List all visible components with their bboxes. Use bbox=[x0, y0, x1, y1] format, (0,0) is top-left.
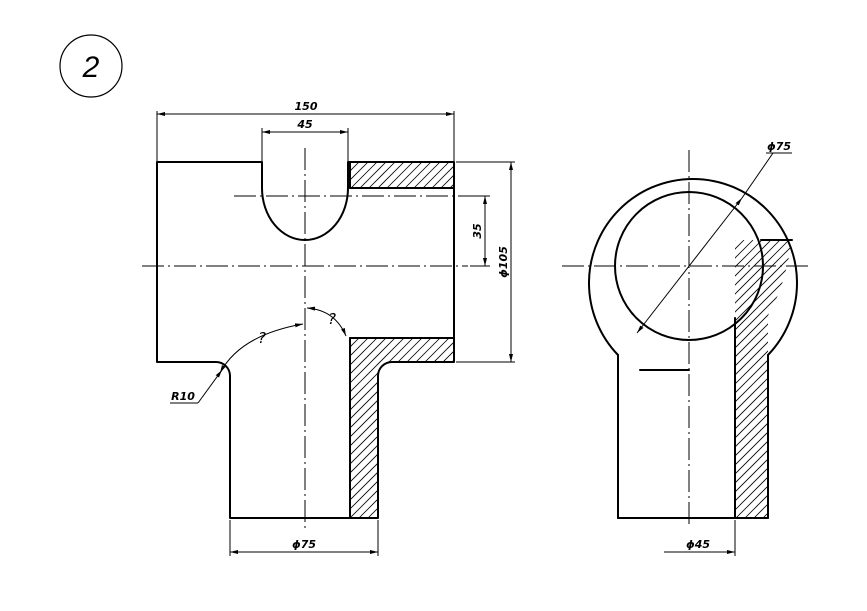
hatch-line bbox=[735, 240, 781, 518]
hatch-line bbox=[404, 162, 432, 188]
hatch-line bbox=[350, 162, 351, 163]
hatch-line bbox=[735, 240, 792, 518]
hatch-line bbox=[735, 240, 792, 518]
dim-radius-label: R10 bbox=[171, 390, 195, 403]
hatch-line bbox=[367, 338, 454, 518]
figure-number: 2 bbox=[82, 51, 100, 84]
hatch-line bbox=[350, 338, 387, 518]
dim-line-bore-dia bbox=[636, 197, 743, 334]
hatch-line bbox=[430, 338, 454, 518]
hatch-line bbox=[744, 240, 792, 518]
dim-slot-label: 45 bbox=[296, 118, 313, 131]
dim-depth-label: 35 bbox=[471, 223, 484, 239]
hatch-line bbox=[359, 162, 387, 188]
hatch-line bbox=[350, 162, 378, 188]
hatch-line bbox=[350, 338, 414, 518]
front-outline bbox=[156, 161, 455, 519]
hatch-line bbox=[771, 240, 792, 518]
hatch-line bbox=[735, 240, 792, 518]
dim-stem-dia-label: ϕ75 bbox=[292, 538, 316, 551]
hatch-line bbox=[735, 240, 792, 518]
unknown-dim-arc-2 bbox=[306, 306, 347, 337]
dim-width-label: 150 bbox=[295, 100, 318, 113]
unknown-label-1: ? bbox=[258, 329, 266, 347]
hatch-line bbox=[350, 338, 423, 518]
hatch-line bbox=[421, 338, 454, 518]
hatch-line bbox=[350, 338, 454, 518]
hatch-line bbox=[735, 240, 792, 518]
hatch-line bbox=[350, 338, 432, 518]
hatch-line bbox=[385, 338, 454, 518]
section-hatch-lower bbox=[350, 338, 454, 518]
hatch-line bbox=[735, 240, 772, 518]
hatch-line bbox=[753, 240, 792, 518]
dim-bore-dia-label: ϕ75 bbox=[767, 140, 791, 153]
side-view: ϕ75 ϕ45 bbox=[562, 140, 812, 556]
figure-number-badge: 2 bbox=[59, 34, 123, 98]
hatch-line bbox=[735, 240, 792, 518]
hatch-line bbox=[735, 240, 745, 518]
unknown-label-2: ? bbox=[328, 310, 336, 328]
bore-dia-leader bbox=[741, 152, 774, 199]
hatch-line bbox=[735, 240, 792, 518]
hatch-line bbox=[422, 162, 450, 188]
hatch-line bbox=[735, 240, 754, 518]
section-hatch-side bbox=[735, 240, 792, 518]
hatch-line bbox=[350, 338, 369, 518]
dim-outer-dia-label: ϕ105 bbox=[497, 246, 510, 278]
hatch-line bbox=[448, 338, 454, 518]
hatch-line bbox=[376, 338, 454, 518]
hatch-line bbox=[377, 162, 405, 188]
hatch-line bbox=[350, 338, 360, 518]
radius-leader bbox=[197, 369, 223, 404]
hatch-line bbox=[358, 338, 454, 518]
hatch-line bbox=[350, 338, 405, 518]
hatch-line bbox=[395, 162, 423, 188]
hatch-line bbox=[350, 338, 396, 518]
hatch-line bbox=[735, 240, 792, 518]
hatch-line bbox=[735, 240, 792, 518]
hatch-line bbox=[350, 338, 454, 518]
hatch-line bbox=[350, 338, 351, 518]
hatch-line bbox=[735, 240, 792, 518]
side-outer-arc bbox=[588, 177, 798, 356]
front-view: 150 45 35 ϕ105 ϕ75 ? ? R10 bbox=[142, 100, 515, 556]
hatch-line bbox=[403, 338, 454, 518]
hatch-line bbox=[735, 240, 792, 518]
dim-side-stem-label: ϕ45 bbox=[686, 538, 710, 551]
hatch-line bbox=[394, 338, 454, 518]
hatch-line bbox=[735, 240, 792, 518]
hatch-line bbox=[368, 162, 396, 188]
hatch-line bbox=[439, 338, 454, 518]
unknown-dim-arc-1 bbox=[219, 323, 304, 374]
figure-number-circle bbox=[59, 34, 123, 98]
hatch-line bbox=[350, 338, 454, 518]
hatch-line bbox=[735, 240, 792, 518]
hatch-line bbox=[735, 240, 792, 518]
hatch-line bbox=[350, 162, 360, 172]
hatch-line bbox=[780, 240, 792, 518]
hatch-line bbox=[735, 240, 792, 518]
hatch-line bbox=[350, 162, 369, 181]
hatch-line bbox=[413, 162, 441, 188]
hatch-line bbox=[386, 162, 414, 188]
hatch-line bbox=[762, 240, 792, 518]
hatch-line bbox=[735, 240, 790, 518]
hatch-line bbox=[735, 240, 736, 518]
hatch-line bbox=[412, 338, 454, 518]
hatch-line bbox=[735, 240, 792, 518]
hatch-line bbox=[735, 240, 763, 518]
hatch-line bbox=[440, 174, 454, 188]
hatch-line bbox=[735, 240, 792, 518]
hatch-line bbox=[789, 240, 792, 518]
hatch-line bbox=[735, 240, 792, 518]
